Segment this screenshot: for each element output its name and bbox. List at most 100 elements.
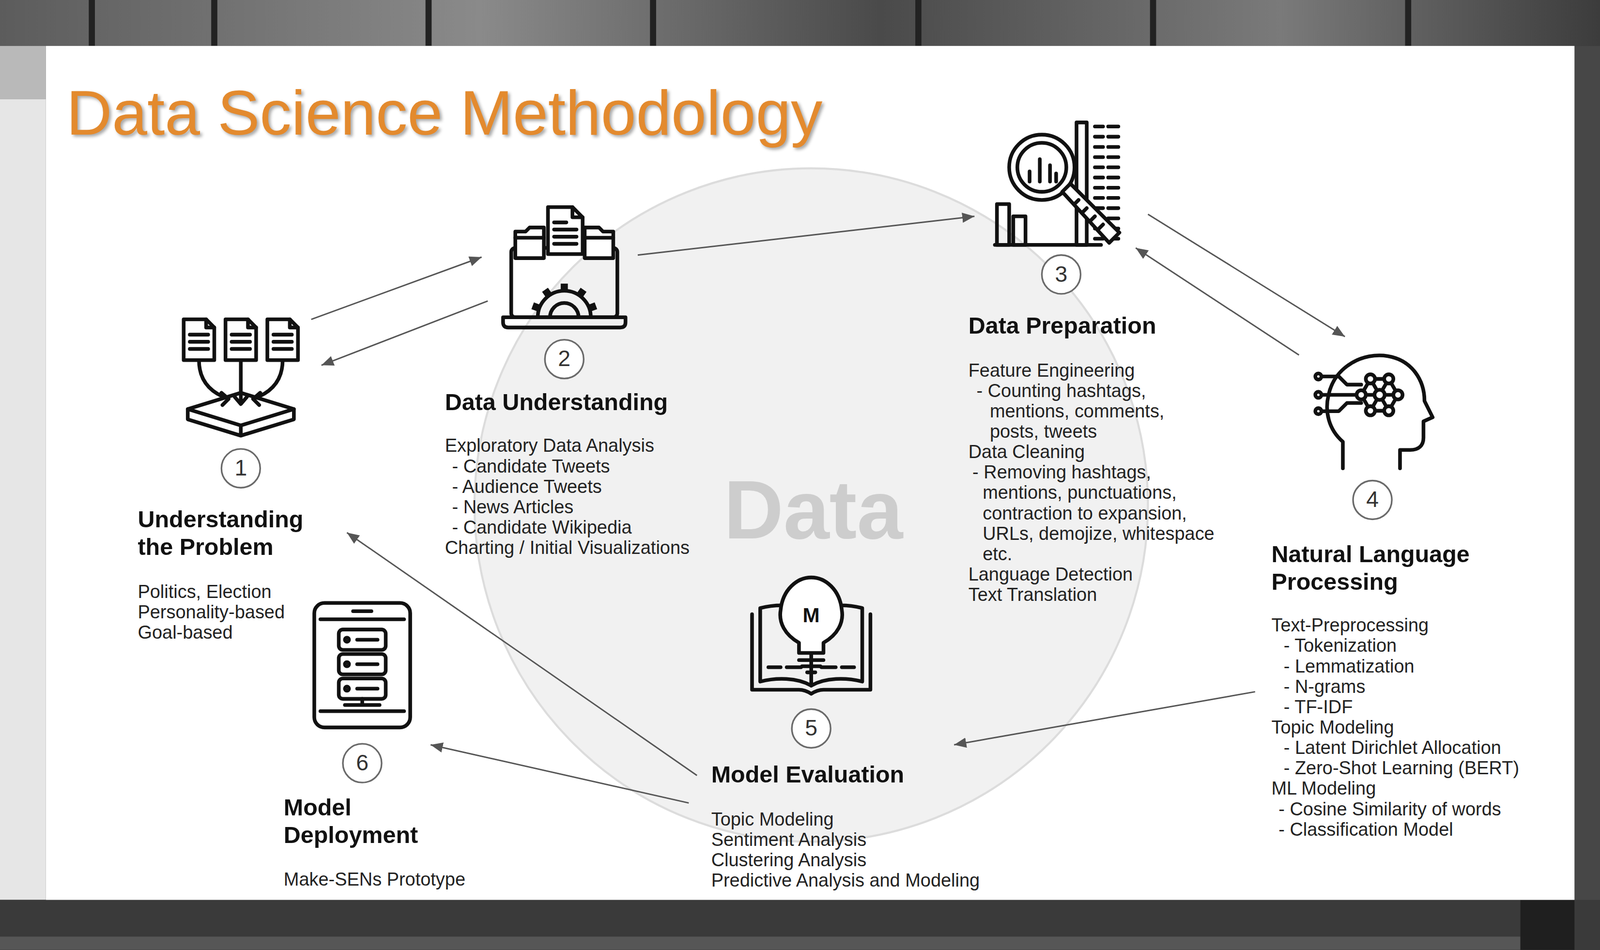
step-detail: - Counting hashtags, mentions, comments,… <box>976 380 1197 442</box>
icon-part <box>584 227 614 259</box>
icon-part <box>231 319 257 350</box>
laptop-gear-icon <box>498 202 630 336</box>
icon-part <box>1074 200 1104 229</box>
step-detail: - Tokenization <box>1283 635 1538 657</box>
process-step: Model EvaluationTopic ModelingSentiment … <box>711 569 981 892</box>
step-detail: - Classification Model <box>1278 819 1537 840</box>
step-detail: - N-grams <box>1283 676 1538 697</box>
step-number-text: 3 <box>1055 262 1068 288</box>
icon-part <box>187 409 294 436</box>
icon-part <box>1315 355 1433 469</box>
icon-part <box>187 392 294 426</box>
flow-arrow <box>953 692 1256 746</box>
icon-part <box>344 639 380 706</box>
step-number-text: 1 <box>234 456 247 481</box>
step-detail: Make-SENs Prototype <box>283 869 466 890</box>
icon-part <box>267 319 298 361</box>
step-detail: Text Translation <box>968 584 1222 605</box>
step-detail: Clustering Analysis <box>711 849 981 871</box>
flow-arrow <box>430 744 689 803</box>
step-detail: ML Modeling <box>1271 778 1538 800</box>
icon-part <box>1315 408 1322 415</box>
icon-part <box>1384 406 1394 416</box>
step-detail: - Zero-Shot Learning (BERT) <box>1283 758 1538 779</box>
icon-part <box>1374 389 1385 400</box>
icon-part <box>503 317 626 328</box>
icon-part <box>344 686 349 691</box>
step-detail: - News Articles <box>451 496 690 518</box>
process-step: Data UnderstandingExploratory Data Analy… <box>445 203 690 558</box>
icon-part <box>532 283 597 308</box>
icon-part <box>994 122 1120 246</box>
process-step: Natural Language ProcessingText-Preproce… <box>1271 350 1538 840</box>
step-number-text: 4 <box>1366 487 1379 513</box>
step-number: 2 <box>543 338 585 380</box>
white-panel <box>46 46 1575 901</box>
step-detail: - Cosine Similarity of words <box>1278 799 1537 820</box>
left-band <box>0 46 47 100</box>
icon-part <box>752 577 871 694</box>
icon-part <box>344 637 349 642</box>
step-number: 6 <box>341 742 383 784</box>
step-heading: Understanding the Problem <box>137 506 342 562</box>
icon-part <box>1062 183 1120 243</box>
step-detail: Data Cleaning <box>968 441 1222 462</box>
icon-part <box>189 319 215 350</box>
icon-part <box>1076 122 1087 246</box>
number-circle-outline <box>544 339 584 379</box>
slide-title: Data Science Methodology <box>66 76 823 151</box>
icon-part <box>1017 142 1067 192</box>
process-step: Model DeploymentMake-SENs Prototype6 <box>283 600 466 890</box>
icon-part <box>553 207 583 245</box>
step-detail: Personality-based <box>137 601 342 623</box>
step-number: 4 <box>1352 479 1393 521</box>
step-number: 1 <box>220 447 262 489</box>
step-detail: Language Detection <box>968 564 1222 585</box>
icon-part <box>997 203 1010 245</box>
icon-part <box>225 319 257 361</box>
icon-letter: M <box>802 605 820 626</box>
documents-icon <box>179 315 303 441</box>
step-detail: - Candidate Wikipedia <box>451 517 690 538</box>
step-detail: - Latent Dirichlet Allocation <box>1283 737 1538 758</box>
icon-part <box>584 235 614 240</box>
step-number-text: 5 <box>804 716 818 741</box>
icon-part <box>1315 391 1322 399</box>
flow-arrow <box>321 301 488 366</box>
book-bulb-icon <box>745 567 877 699</box>
step-detail: Topic Modeling <box>1271 717 1538 738</box>
icon-part <box>1365 406 1375 416</box>
icon-part <box>183 319 215 361</box>
bottom-band <box>0 900 1600 950</box>
icon-part <box>548 207 584 255</box>
flow-arrow <box>311 257 482 320</box>
step-number: 5 <box>790 707 832 749</box>
step-number-text: 6 <box>355 751 369 776</box>
step-detail: - Lemmatization <box>1283 656 1538 677</box>
icon-part <box>1315 373 1322 380</box>
icon-part <box>1393 390 1403 400</box>
flow-arrow <box>1135 247 1299 355</box>
number-circle-outline <box>1353 480 1392 520</box>
icon-part <box>1365 374 1375 384</box>
top-band <box>0 0 1600 47</box>
step-detail: Predictive Analysis and Modeling <box>711 870 981 891</box>
step-heading: Data Understanding <box>445 388 690 416</box>
step-detail: - Candidate Tweets <box>451 456 690 477</box>
icon-part <box>314 602 411 728</box>
icon-part <box>344 662 349 667</box>
bottom-strip <box>0 936 1521 950</box>
brain-network-icon <box>1312 348 1438 474</box>
icon-part <box>314 602 411 728</box>
process-step: Understanding the ProblemPolitics, Elect… <box>137 311 342 644</box>
icon-part <box>234 360 247 405</box>
flow-arrow <box>346 532 697 776</box>
icon-part <box>1326 355 1433 469</box>
process-step: Data PreparationFeature Engineering- Cou… <box>968 120 1222 606</box>
step-detail: - Audience Tweets <box>451 476 690 497</box>
step-detail: Goal-based <box>137 622 342 643</box>
bottom-corner <box>1520 900 1575 950</box>
icon-part <box>183 319 298 436</box>
